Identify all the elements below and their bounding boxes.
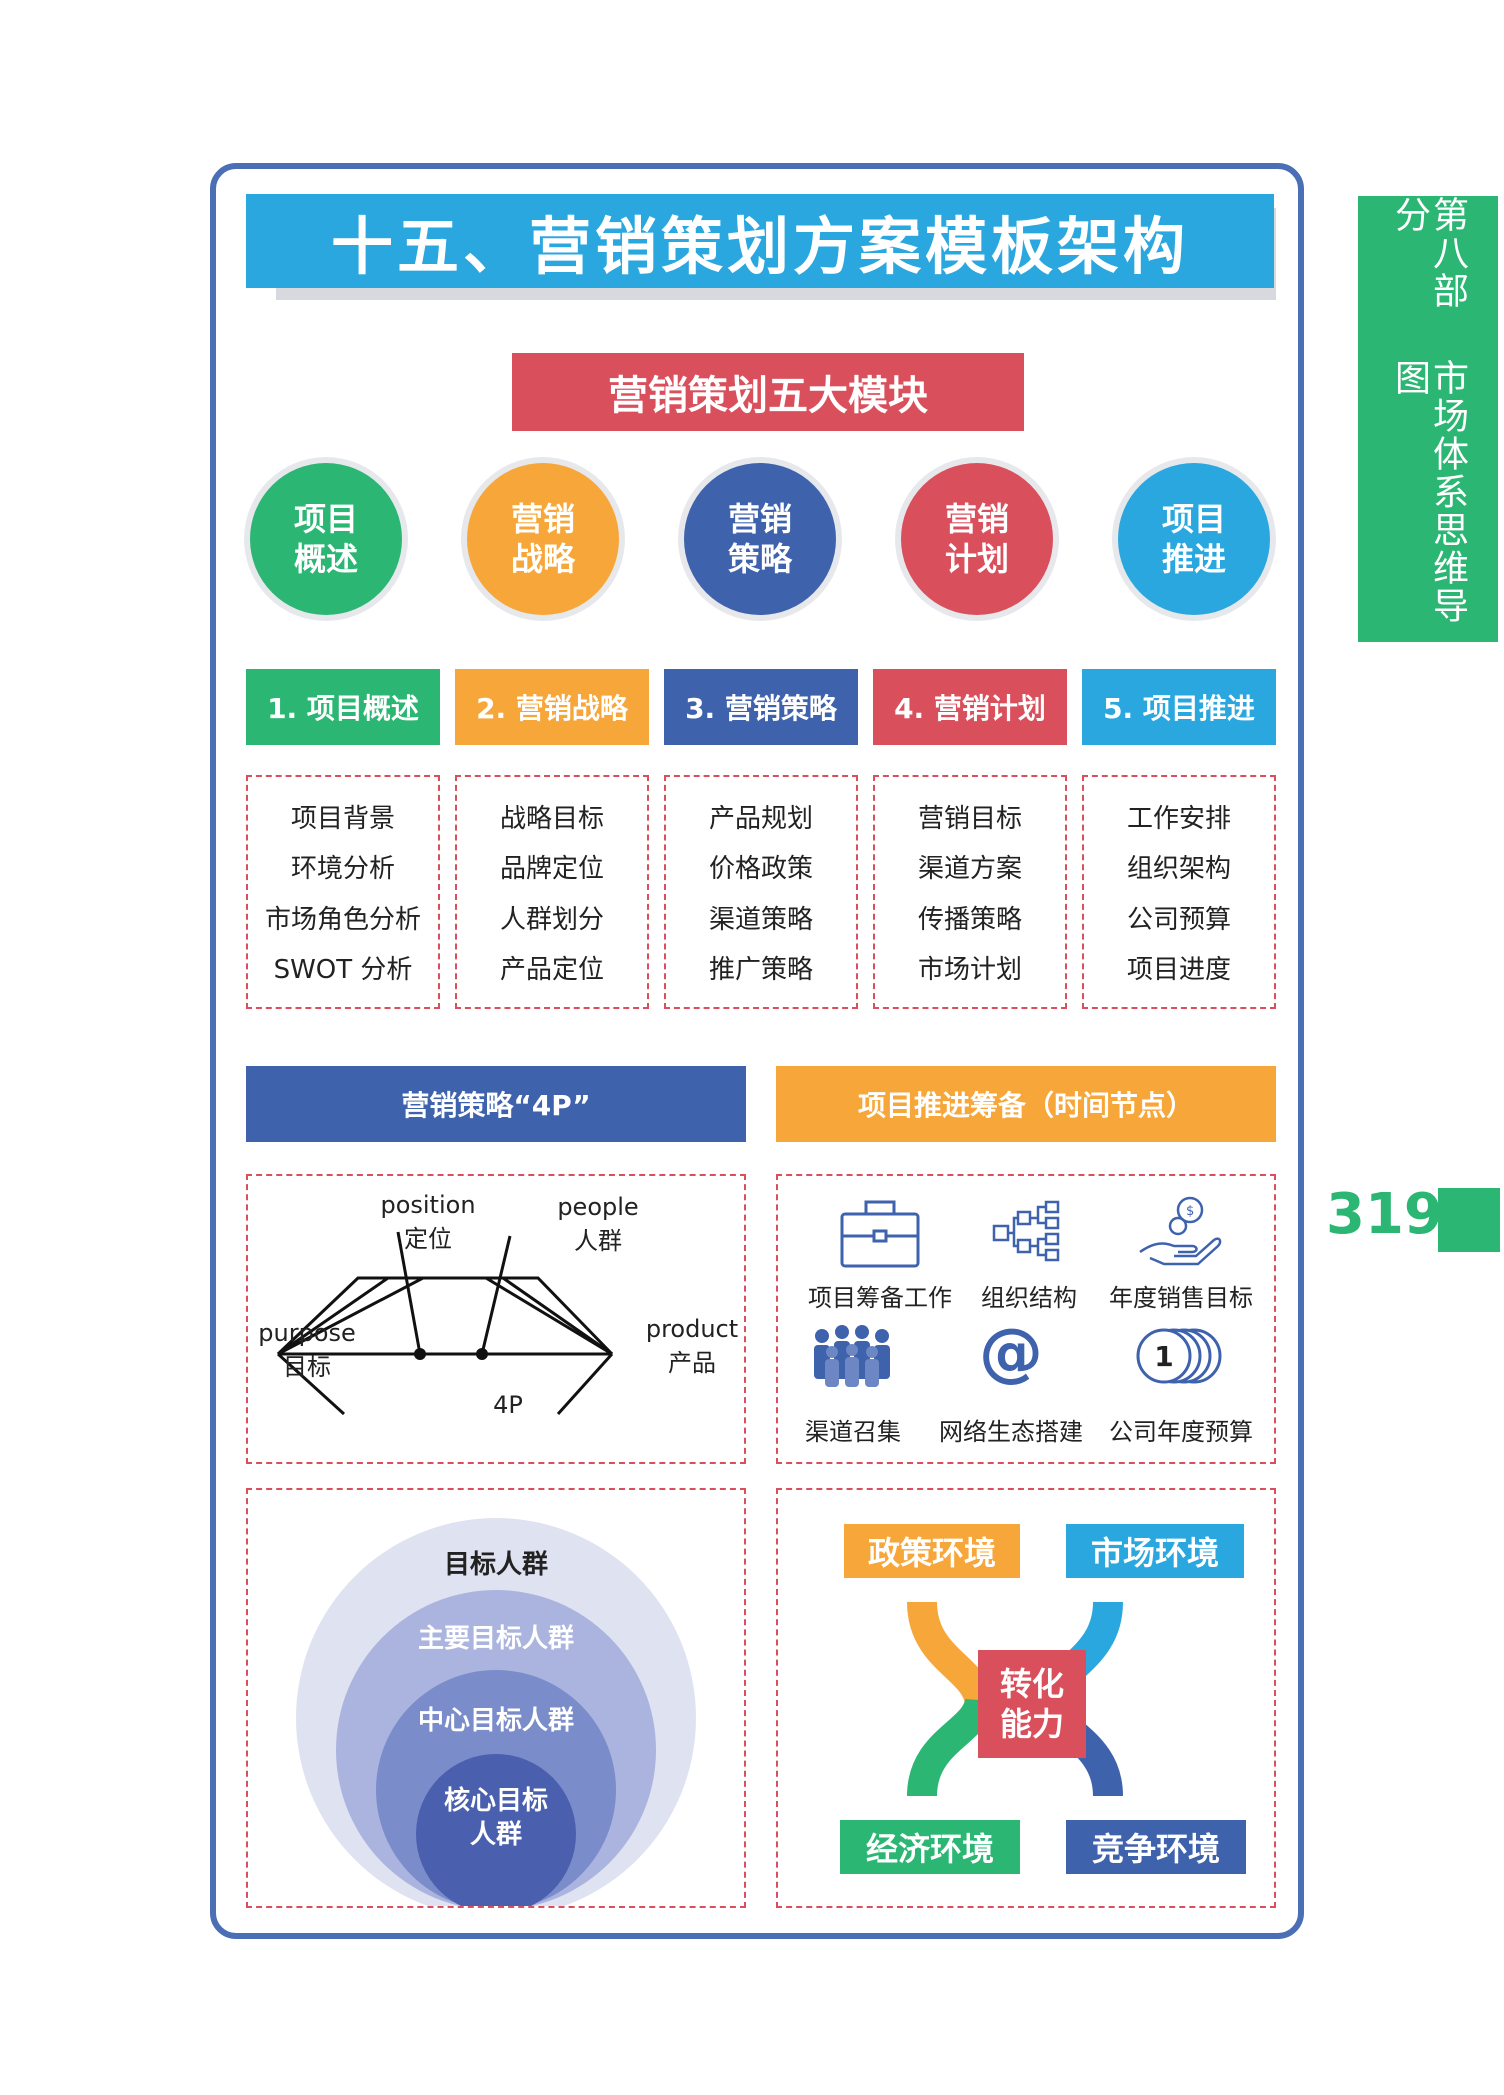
- list-item: 组织架构: [1126, 854, 1231, 885]
- strategy-4p-heading: 营销策略“4P”: [246, 1066, 746, 1142]
- page-number: 319: [1326, 1182, 1443, 1247]
- section-side-tab: 第八部分 市场体系思维导图: [1358, 196, 1498, 642]
- list-item: 产品规划: [708, 804, 813, 835]
- module-heading-3: 3. 营销策略: [664, 669, 858, 745]
- list-item: 战略目标: [499, 804, 604, 835]
- list-item: 公司预算: [1126, 904, 1231, 935]
- strategy-4p-box: position 定位 people 人群 purpose 目标 product…: [246, 1174, 746, 1464]
- list-item: 项目进度: [1126, 954, 1231, 985]
- circle-line2: 策略: [727, 540, 792, 578]
- five-modules-title: 营销策划五大模块: [512, 353, 1024, 431]
- list-item: 品牌定位: [499, 854, 604, 885]
- list-item: 产品定位: [499, 954, 604, 985]
- module-heading-2: 2. 营销战略: [455, 669, 649, 745]
- timeline-box: 项目筹备工作 组织结构 $ 年度销售目标 渠道召集 @: [776, 1174, 1276, 1464]
- circle-line2: 战略: [510, 540, 575, 578]
- module-circle-tactics: 营销 策略: [684, 463, 836, 615]
- module-circle-progress: 项目 推进: [1118, 463, 1270, 615]
- ring-core-line2: 人群: [469, 1820, 522, 1850]
- ring-center-label: 中心目标人群: [417, 1706, 574, 1736]
- ring-core: 核心目标 人群: [416, 1754, 576, 1906]
- module-items-4: 营销目标 渠道方案 传播策略 市场计划: [873, 775, 1067, 1009]
- circle-line1: 营销: [727, 500, 792, 538]
- label-people-en: people: [557, 1193, 639, 1221]
- side-tab-part: 第八部分: [1389, 196, 1468, 310]
- label-purpose-cn: 目标: [283, 1353, 331, 1381]
- env-policy: 政策环境: [844, 1524, 1020, 1578]
- module-heading-4: 4. 营销计划: [873, 669, 1067, 745]
- core-line2: 能力: [999, 1705, 1064, 1743]
- module-items-1: 项目背景 环境分析 市场角色分析 SWOT 分析: [246, 775, 440, 1009]
- list-item: 渠道方案: [917, 854, 1022, 885]
- circle-line1: 项目: [293, 500, 358, 538]
- module-items-5: 工作安排 组织架构 公司预算 项目进度: [1082, 775, 1276, 1009]
- label-position-cn: 定位: [404, 1225, 452, 1253]
- people-group-icon: [814, 1325, 890, 1387]
- svg-text:$: $: [1186, 1204, 1194, 1219]
- module-circle-overview: 项目 概述: [250, 463, 402, 615]
- list-item: 价格政策: [708, 854, 813, 885]
- timeline-item-label: 年度销售目标: [1109, 1284, 1253, 1312]
- env-market: 市场环境: [1066, 1524, 1244, 1578]
- transform-capability: 转化 能力: [978, 1650, 1086, 1758]
- coin-stack-icon: 1: [1136, 1328, 1222, 1384]
- list-item: 传播策略: [917, 904, 1022, 935]
- circle-line1: 营销: [944, 500, 1009, 538]
- timeline-item-label: 组织结构: [981, 1284, 1077, 1312]
- circle-line2: 概述: [293, 540, 358, 578]
- briefcase-icon: [840, 1200, 920, 1268]
- timeline-heading: 项目推进筹备（时间节点）: [776, 1066, 1276, 1142]
- list-item: 营销目标: [917, 804, 1022, 835]
- module-items-2: 战略目标 品牌定位 人群划分 产品定位: [455, 775, 649, 1009]
- label-purpose-en: purpose: [258, 1319, 356, 1347]
- list-item: 环境分析: [290, 854, 395, 885]
- side-tab-name: 市场体系思维导图: [1389, 359, 1468, 626]
- module-circle-strategy: 营销 战略: [467, 463, 619, 615]
- circle-line2: 计划: [944, 540, 1009, 578]
- label-people-cn: 人群: [574, 1227, 622, 1255]
- list-item: 项目背景: [290, 804, 395, 835]
- list-item: 推广策略: [708, 954, 813, 985]
- list-item: 市场计划: [917, 954, 1022, 985]
- label-position-en: position: [380, 1191, 476, 1219]
- timeline-item-label: 渠道召集: [805, 1418, 901, 1446]
- timeline-item-label: 项目筹备工作: [808, 1284, 952, 1312]
- label-purpose: purpose 目标: [248, 1316, 366, 1384]
- label-people: people 人群: [538, 1190, 658, 1258]
- hand-coins-icon: $: [1139, 1196, 1222, 1266]
- org-chart-icon: [992, 1200, 1060, 1262]
- core-line1: 转化: [999, 1665, 1064, 1703]
- ring-core-label: 核心目标 人群: [416, 1784, 576, 1852]
- label-product-cn: 产品: [668, 1349, 716, 1377]
- label-product: product 产品: [640, 1312, 744, 1380]
- module-heading-1: 1. 项目概述: [246, 669, 440, 745]
- module-heading-5: 5. 项目推进: [1082, 669, 1276, 745]
- label-4p-center: 4P: [493, 1391, 523, 1419]
- ring-main-label: 主要目标人群: [417, 1624, 574, 1654]
- coin-number: 1: [1154, 1340, 1173, 1373]
- page-number-block: [1438, 1188, 1500, 1252]
- list-item: 工作安排: [1126, 804, 1231, 835]
- env-economy: 经济环境: [840, 1820, 1020, 1874]
- list-item: SWOT 分析: [273, 954, 413, 985]
- at-sign-icon: @: [979, 1316, 1043, 1390]
- env-competition: 竞争环境: [1066, 1820, 1246, 1874]
- ring-target-label: 目标人群: [443, 1550, 548, 1580]
- page-title: 十五、营销策划方案模板架构: [246, 194, 1274, 288]
- target-groups-box: 目标人群 主要目标人群 中心目标人群 核心目标 人群: [246, 1488, 746, 1908]
- label-position: position 定位: [368, 1188, 488, 1256]
- list-item: 渠道策略: [708, 904, 813, 935]
- 4p-diagram: [276, 1231, 614, 1416]
- timeline-item-label: 网络生态搭建: [939, 1418, 1083, 1446]
- module-circle-plan: 营销 计划: [901, 463, 1053, 615]
- list-item: 市场角色分析: [264, 904, 421, 935]
- label-product-en: product: [645, 1315, 739, 1343]
- circle-line1: 项目: [1161, 500, 1226, 538]
- ring-core-line1: 核心目标: [443, 1786, 548, 1816]
- circle-line1: 营销: [510, 500, 575, 538]
- module-items-3: 产品规划 价格政策 渠道策略 推广策略: [664, 775, 858, 1009]
- list-item: 人群划分: [499, 904, 604, 935]
- circle-line2: 推进: [1161, 540, 1226, 578]
- timeline-item-label: 公司年度预算: [1109, 1418, 1253, 1446]
